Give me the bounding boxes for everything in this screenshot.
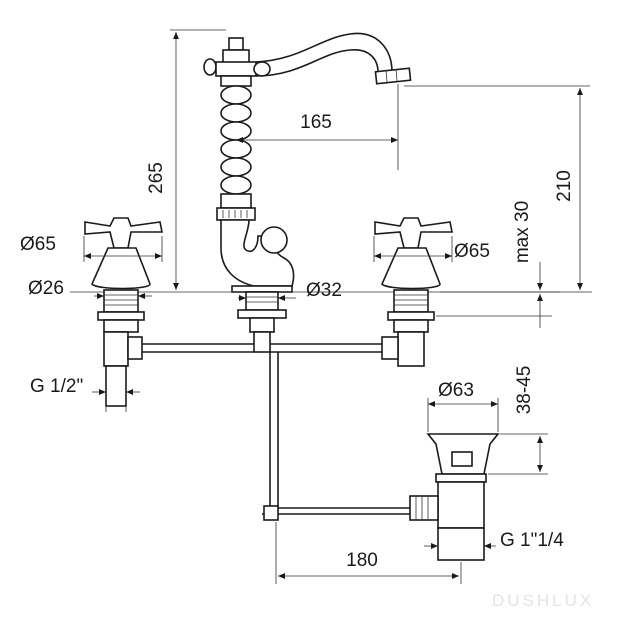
pop-up-drain bbox=[409, 433, 500, 561]
drain-flange-diameter-label: Ø63 bbox=[438, 380, 474, 401]
spout-shank-and-pipes bbox=[142, 291, 420, 521]
drain-spacing-label: 180 bbox=[346, 550, 378, 571]
drain-height-range-label: 38-45 bbox=[514, 366, 535, 415]
inlet-thread-label: G 1/2" bbox=[30, 376, 83, 397]
outlet-height-label: 210 bbox=[554, 170, 575, 202]
deck-thickness-label: max 30 bbox=[512, 201, 533, 263]
left-cross-handle-valve bbox=[84, 217, 163, 407]
spout-base-diameter-label: Ø32 bbox=[306, 280, 342, 301]
dimension-lines bbox=[83, 29, 592, 584]
spout-reach-label: 165 bbox=[300, 112, 332, 133]
right-cross-handle-valve bbox=[374, 217, 453, 367]
left-handle-diameter-label: Ø65 bbox=[20, 234, 56, 255]
valve-body-diameter-label: Ø26 bbox=[28, 278, 64, 299]
drain-thread-label: G 1"1/4 bbox=[500, 530, 564, 551]
watermark: DUSHLUX bbox=[492, 591, 594, 610]
spout bbox=[203, 32, 412, 293]
spout-height-label: 265 bbox=[146, 162, 167, 194]
right-handle-diameter-label: Ø65 bbox=[454, 241, 490, 262]
